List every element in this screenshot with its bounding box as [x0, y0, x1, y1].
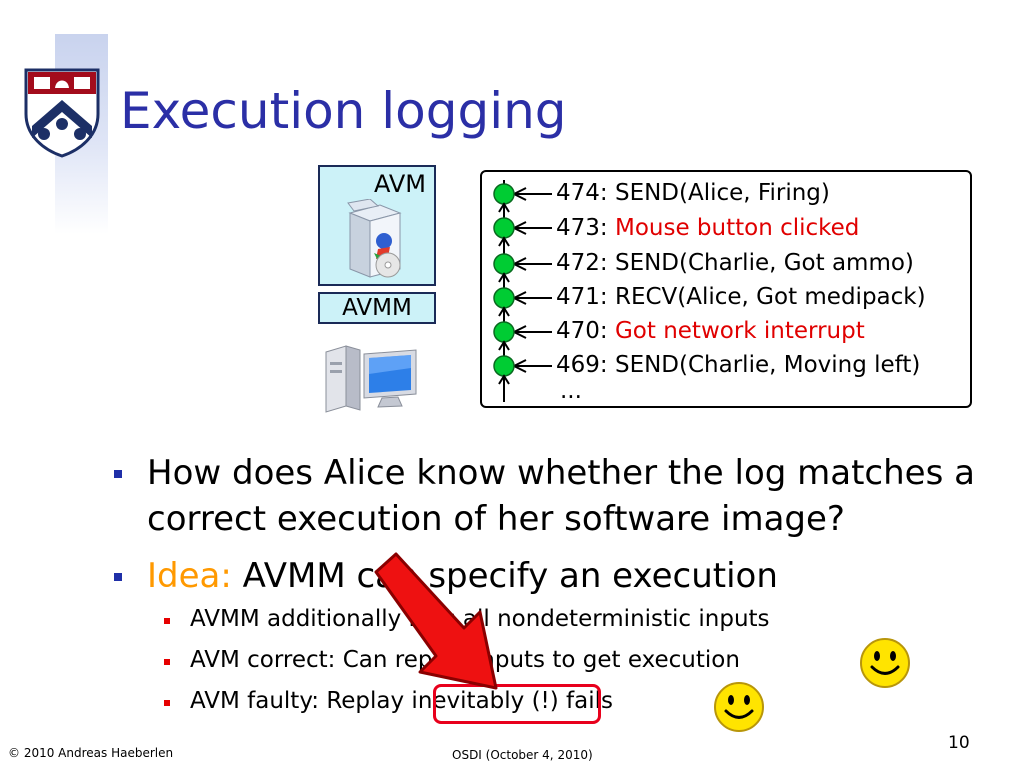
log-node — [493, 272, 552, 309]
desktop-computer-icon — [325, 345, 417, 413]
avm-label: AVM — [373, 170, 426, 198]
smiley-icon — [860, 638, 910, 688]
software-box-icon — [347, 199, 402, 278]
log-entry-text: SEND(Charlie, Moving left) — [614, 352, 921, 378]
log-entry-number: 473: — [556, 215, 615, 241]
sub-bullet-marker — [164, 659, 170, 665]
smiley-icon — [714, 682, 764, 732]
log-entry: 470: Got network interrupt — [556, 318, 865, 344]
log-entry-number: 471: — [556, 284, 615, 310]
page-number: 10 — [948, 733, 970, 753]
log-entry-number: 470: — [556, 318, 615, 344]
bullet-idea: Idea: AVMM can specify an execution — [147, 553, 778, 599]
sub-bullet-marker — [164, 618, 170, 624]
slide-title: Execution logging — [120, 82, 567, 140]
log-entry-text: SEND(Charlie, Got ammo) — [614, 250, 914, 276]
penn-shield-icon — [24, 68, 100, 158]
log-node — [493, 183, 552, 205]
log-panel — [480, 170, 972, 408]
bullet-marker — [114, 573, 122, 581]
log-entry-text: Got network interrupt — [614, 318, 865, 344]
sub-bullet-faulty: AVM faulty: Replay inevitably (!) fails — [190, 688, 614, 714]
avm-box: AVM — [318, 165, 436, 286]
log-chain-diagram — [493, 180, 552, 402]
footer-venue: OSDI (October 4, 2010) — [452, 748, 593, 762]
log-entry: 473: Mouse button clicked — [556, 215, 859, 241]
idea-text: AVMM can specify an execution — [231, 556, 778, 596]
footer-copyright: © 2010 Andreas Haeberlen — [8, 746, 174, 760]
bullet-marker — [114, 470, 122, 478]
log-entry-text: RECV(Alice, Got medipack) — [614, 284, 926, 310]
log-entry-number: 474: — [556, 180, 615, 206]
log-entry: 472: SEND(Charlie, Got ammo) — [556, 250, 914, 276]
log-node — [493, 202, 552, 239]
log-entry-text: SEND(Alice, Firing) — [614, 180, 830, 206]
sub-bullet-marker — [164, 700, 170, 706]
red-arrow-icon — [374, 552, 498, 690]
bullet-question: How does Alice know whether the log matc… — [147, 453, 975, 539]
log-entry-number: 469: — [556, 352, 615, 378]
idea-label: Idea: — [147, 556, 232, 596]
avmm-box: AVMM — [318, 292, 436, 324]
log-node — [493, 306, 552, 343]
log-node — [493, 236, 552, 275]
log-entry-text: Mouse button clicked — [614, 215, 860, 241]
log-entry: 474: SEND(Alice, Firing) — [556, 180, 830, 206]
highlight-inevitably — [433, 684, 601, 724]
log-entry: 471: RECV(Alice, Got medipack) — [556, 284, 926, 310]
log-entry-number: 472: — [556, 250, 615, 276]
log-entry: 469: SEND(Charlie, Moving left) — [556, 352, 920, 378]
log-node — [493, 340, 552, 377]
log-more-ellipsis: ... — [560, 378, 582, 404]
